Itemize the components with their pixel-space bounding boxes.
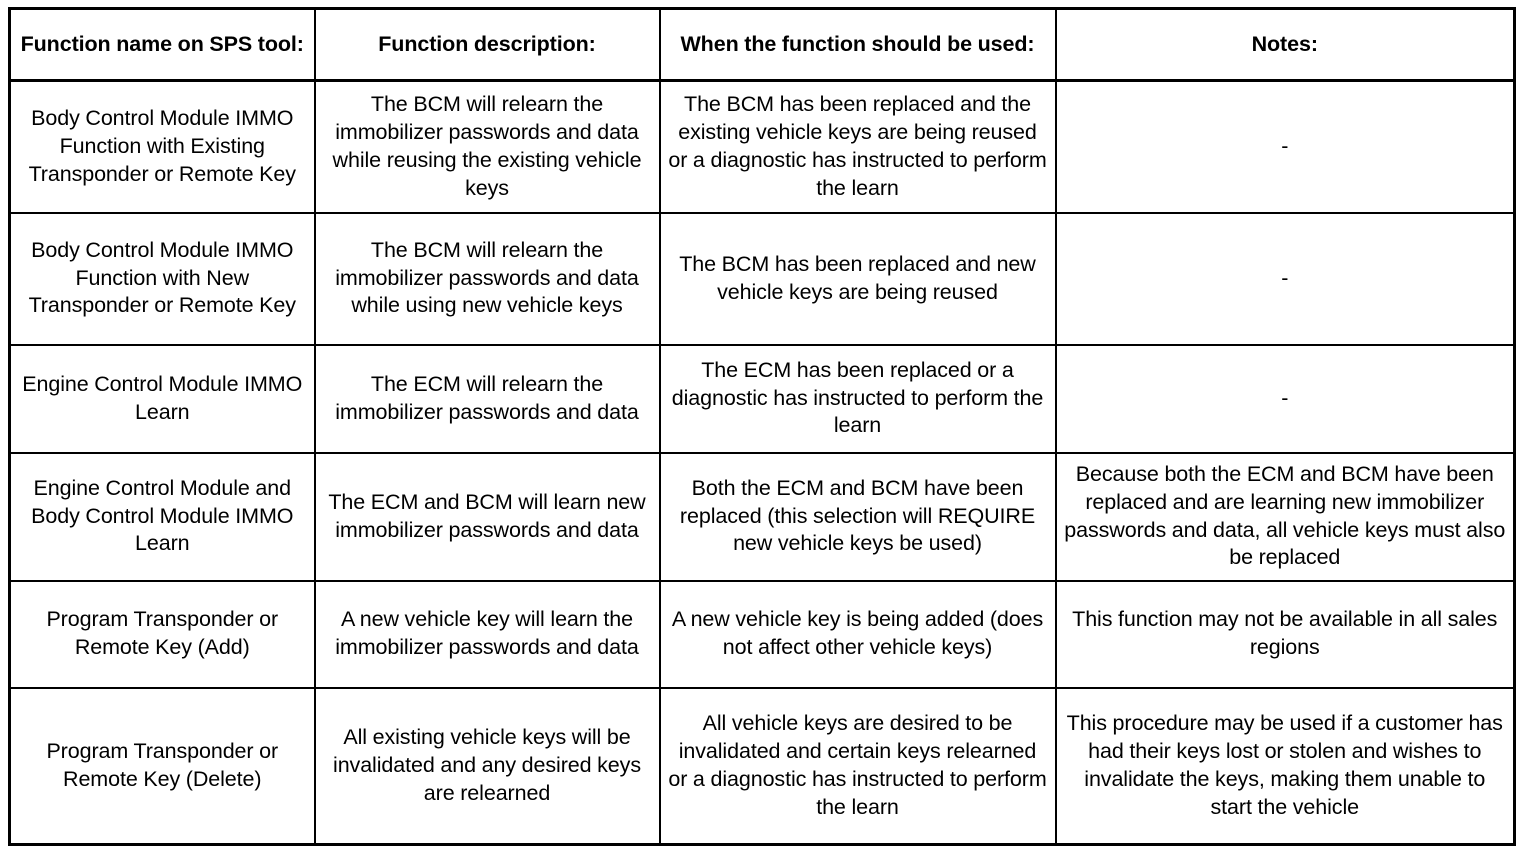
cell-function-name: Engine Control Module and Body Control M… [8,451,316,582]
cell-function-name: Engine Control Module IMMO Learn [8,343,316,454]
cell-function-description: The BCM will relearn the immobilizer pas… [313,79,661,214]
cell-notes: This procedure may be used if a customer… [1054,686,1516,846]
table-row: Engine Control Module and Body Control M… [8,451,1516,582]
table-body: Body Control Module IMMO Function with E… [8,79,1516,846]
cell-function-description: The ECM and BCM will learn new immobiliz… [313,451,661,582]
cell-notes: Because both the ECM and BCM have been r… [1054,451,1516,582]
cell-function-description: The ECM will relearn the immobilizer pas… [313,343,661,454]
table-header: Function name on SPS tool: Function desc… [8,7,1516,82]
cell-notes: - [1054,79,1516,214]
column-header-when-used: When the function should be used: [658,7,1057,82]
table-row: Engine Control Module IMMO Learn The ECM… [8,343,1516,454]
table-row: Program Transponder or Remote Key (Delet… [8,686,1516,846]
table-row: Body Control Module IMMO Function with N… [8,211,1516,346]
cell-when-used: The ECM has been replaced or a diagnosti… [658,343,1057,454]
cell-function-description: The BCM will relearn the immobilizer pas… [313,211,661,346]
column-header-function-description: Function description: [313,7,661,82]
cell-when-used: The BCM has been replaced and the existi… [658,79,1057,214]
cell-function-description: All existing vehicle keys will be invali… [313,686,661,846]
column-header-function-name: Function name on SPS tool: [8,7,316,82]
cell-function-name: Program Transponder or Remote Key (Delet… [8,686,316,846]
cell-function-name: Body Control Module IMMO Function with N… [8,211,316,346]
cell-notes: - [1054,211,1516,346]
table-row: Body Control Module IMMO Function with E… [8,79,1516,214]
table-row: Program Transponder or Remote Key (Add) … [8,579,1516,689]
cell-function-name: Body Control Module IMMO Function with E… [8,79,316,214]
column-header-notes: Notes: [1054,7,1516,82]
cell-when-used: The BCM has been replaced and new vehicl… [658,211,1057,346]
sps-function-table: Function name on SPS tool: Function desc… [8,7,1516,846]
cell-notes: - [1054,343,1516,454]
cell-when-used: Both the ECM and BCM have been replaced … [658,451,1057,582]
cell-when-used: A new vehicle key is being added (does n… [658,579,1057,689]
cell-function-name: Program Transponder or Remote Key (Add) [8,579,316,689]
cell-when-used: All vehicle keys are desired to be inval… [658,686,1057,846]
cell-notes: This function may not be available in al… [1054,579,1516,689]
header-row: Function name on SPS tool: Function desc… [8,7,1516,82]
cell-function-description: A new vehicle key will learn the immobil… [313,579,661,689]
